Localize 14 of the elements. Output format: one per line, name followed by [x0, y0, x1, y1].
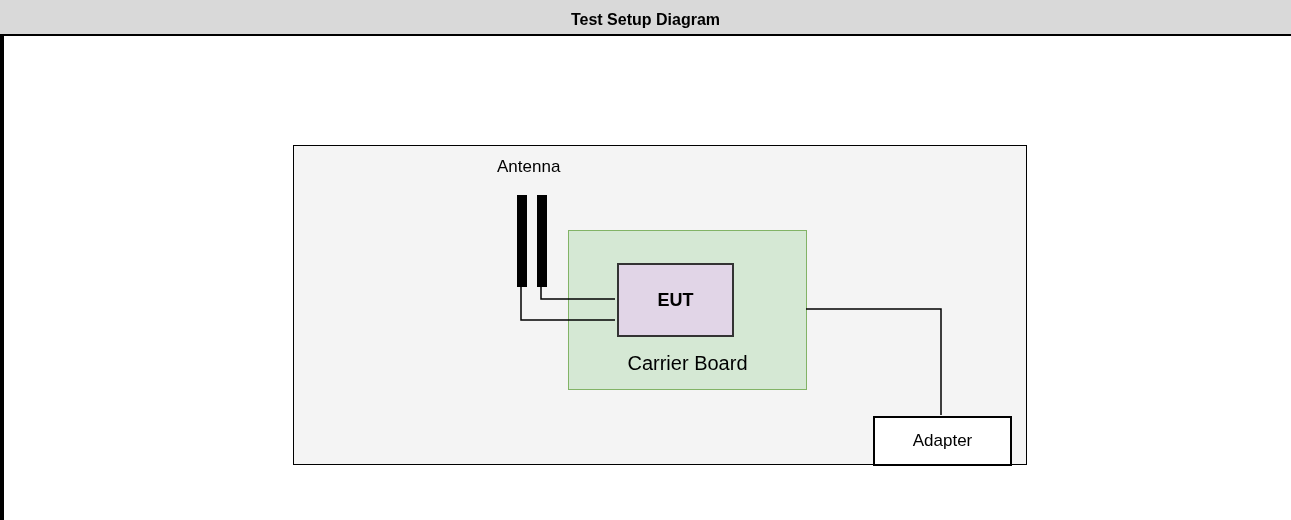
- node-label: Adapter: [911, 431, 974, 451]
- cable-line: [805, 308, 942, 416]
- antenna-element: [517, 195, 527, 287]
- eut-box: [617, 263, 734, 337]
- antenna-element: [537, 195, 547, 287]
- node-label: Carrier Board: [626, 352, 749, 375]
- node-label: EUT: [656, 289, 695, 311]
- title: Test Setup Diagram: [569, 11, 722, 29]
- cable-line: [540, 285, 616, 300]
- enclosure-box: [293, 145, 1027, 465]
- antenna-label: Antenna: [497, 157, 561, 177]
- adapter-box: [873, 416, 1012, 466]
- carrier-board-box: [568, 230, 807, 390]
- cable-line: [520, 285, 616, 321]
